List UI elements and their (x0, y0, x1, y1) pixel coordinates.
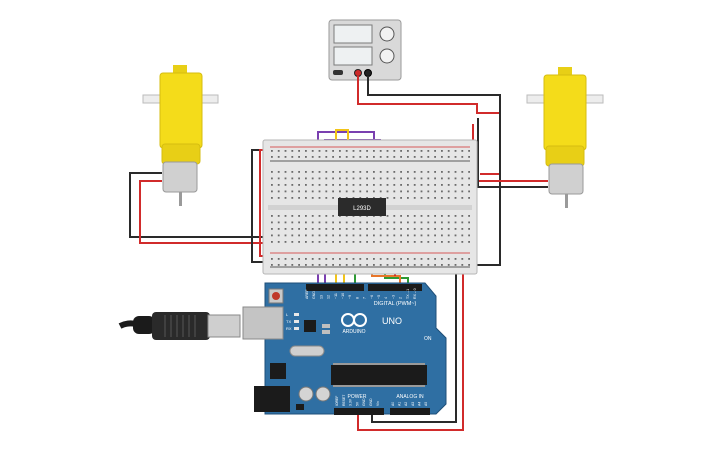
status-leds: L TX RX (286, 312, 299, 331)
dc-motor-left[interactable] (142, 65, 219, 206)
digital-pin-label: RX←0 (413, 288, 417, 299)
digital-pin-label: 4 (384, 297, 388, 299)
digital-pin-label: 12 (327, 295, 331, 299)
dc-motor-right[interactable] (526, 67, 604, 208)
power-pin-label: RESET (342, 395, 346, 406)
led-label: TX (286, 319, 291, 324)
analog-pin-label: A5 (424, 402, 428, 406)
power-pin-label: 3.3V (349, 398, 353, 406)
led-label: L (286, 312, 289, 317)
power-pin-label: IOREF (335, 396, 339, 406)
header-power (334, 408, 384, 415)
led-indicator (294, 327, 299, 330)
on-label: ON (424, 336, 432, 342)
header-analog (390, 408, 430, 415)
analog-pin-label: A4 (417, 402, 421, 406)
analog-pin-label: A3 (411, 402, 415, 406)
power-supply[interactable] (328, 19, 402, 81)
digital-pin-label: ~9 (348, 295, 352, 299)
arduino-logo: ARDUINO (341, 313, 367, 335)
digital-pin-label: 13 (319, 295, 323, 299)
chip-label: L293D (353, 206, 371, 212)
usb-chip (304, 320, 316, 332)
led-indicator (294, 320, 299, 323)
analog-pin-label: A0 (391, 402, 395, 406)
reset-button-cap[interactable] (272, 292, 280, 300)
power-pin-label: GND (369, 398, 373, 406)
breadboard-holes (271, 150, 470, 266)
power-pin-label: 5V (355, 401, 359, 406)
digital-pin-label: ~10 (341, 293, 345, 299)
brand-label: ARDUINO (342, 329, 365, 335)
power-jack (254, 386, 290, 412)
header-top-left (306, 284, 364, 291)
usb-cable (118, 312, 241, 340)
crystal (289, 345, 325, 357)
analog-label: ANALOG IN (396, 394, 424, 400)
capacitor (315, 386, 331, 402)
header-top-right (368, 284, 422, 291)
voltage-regulator (270, 363, 286, 379)
digital-pin-label: GND (312, 291, 316, 299)
usb-port (242, 306, 284, 340)
analog-pin-label: A1 (398, 402, 402, 406)
l293d-chip[interactable]: L293D (338, 198, 386, 216)
capacitor (298, 386, 314, 402)
power-pin-label: GND (362, 398, 366, 406)
digital-pin-label: 2 (399, 297, 403, 299)
digital-pin-label: 8 (355, 297, 359, 299)
analog-pin-label: A2 (404, 402, 408, 406)
digital-pin-label: ~6 (370, 295, 374, 299)
digital-pin-label: 7 (363, 297, 367, 299)
power-pin-label: Vin (376, 401, 380, 406)
atmega-chip (331, 365, 427, 385)
led-label: RX (286, 326, 292, 331)
digital-pin-label: AREF (305, 289, 309, 299)
power-label: POWER (348, 394, 367, 400)
digital-label: DIGITAL (PWM~) (374, 301, 417, 307)
digital-pin-label: ~5 (377, 295, 381, 299)
digital-pin-label: ~11 (334, 293, 338, 299)
led-indicator (294, 313, 299, 316)
model-label: UNO (382, 316, 402, 326)
digital-pin-label: TX→1 (406, 289, 410, 299)
digital-pin-label: ~3 (391, 295, 395, 299)
